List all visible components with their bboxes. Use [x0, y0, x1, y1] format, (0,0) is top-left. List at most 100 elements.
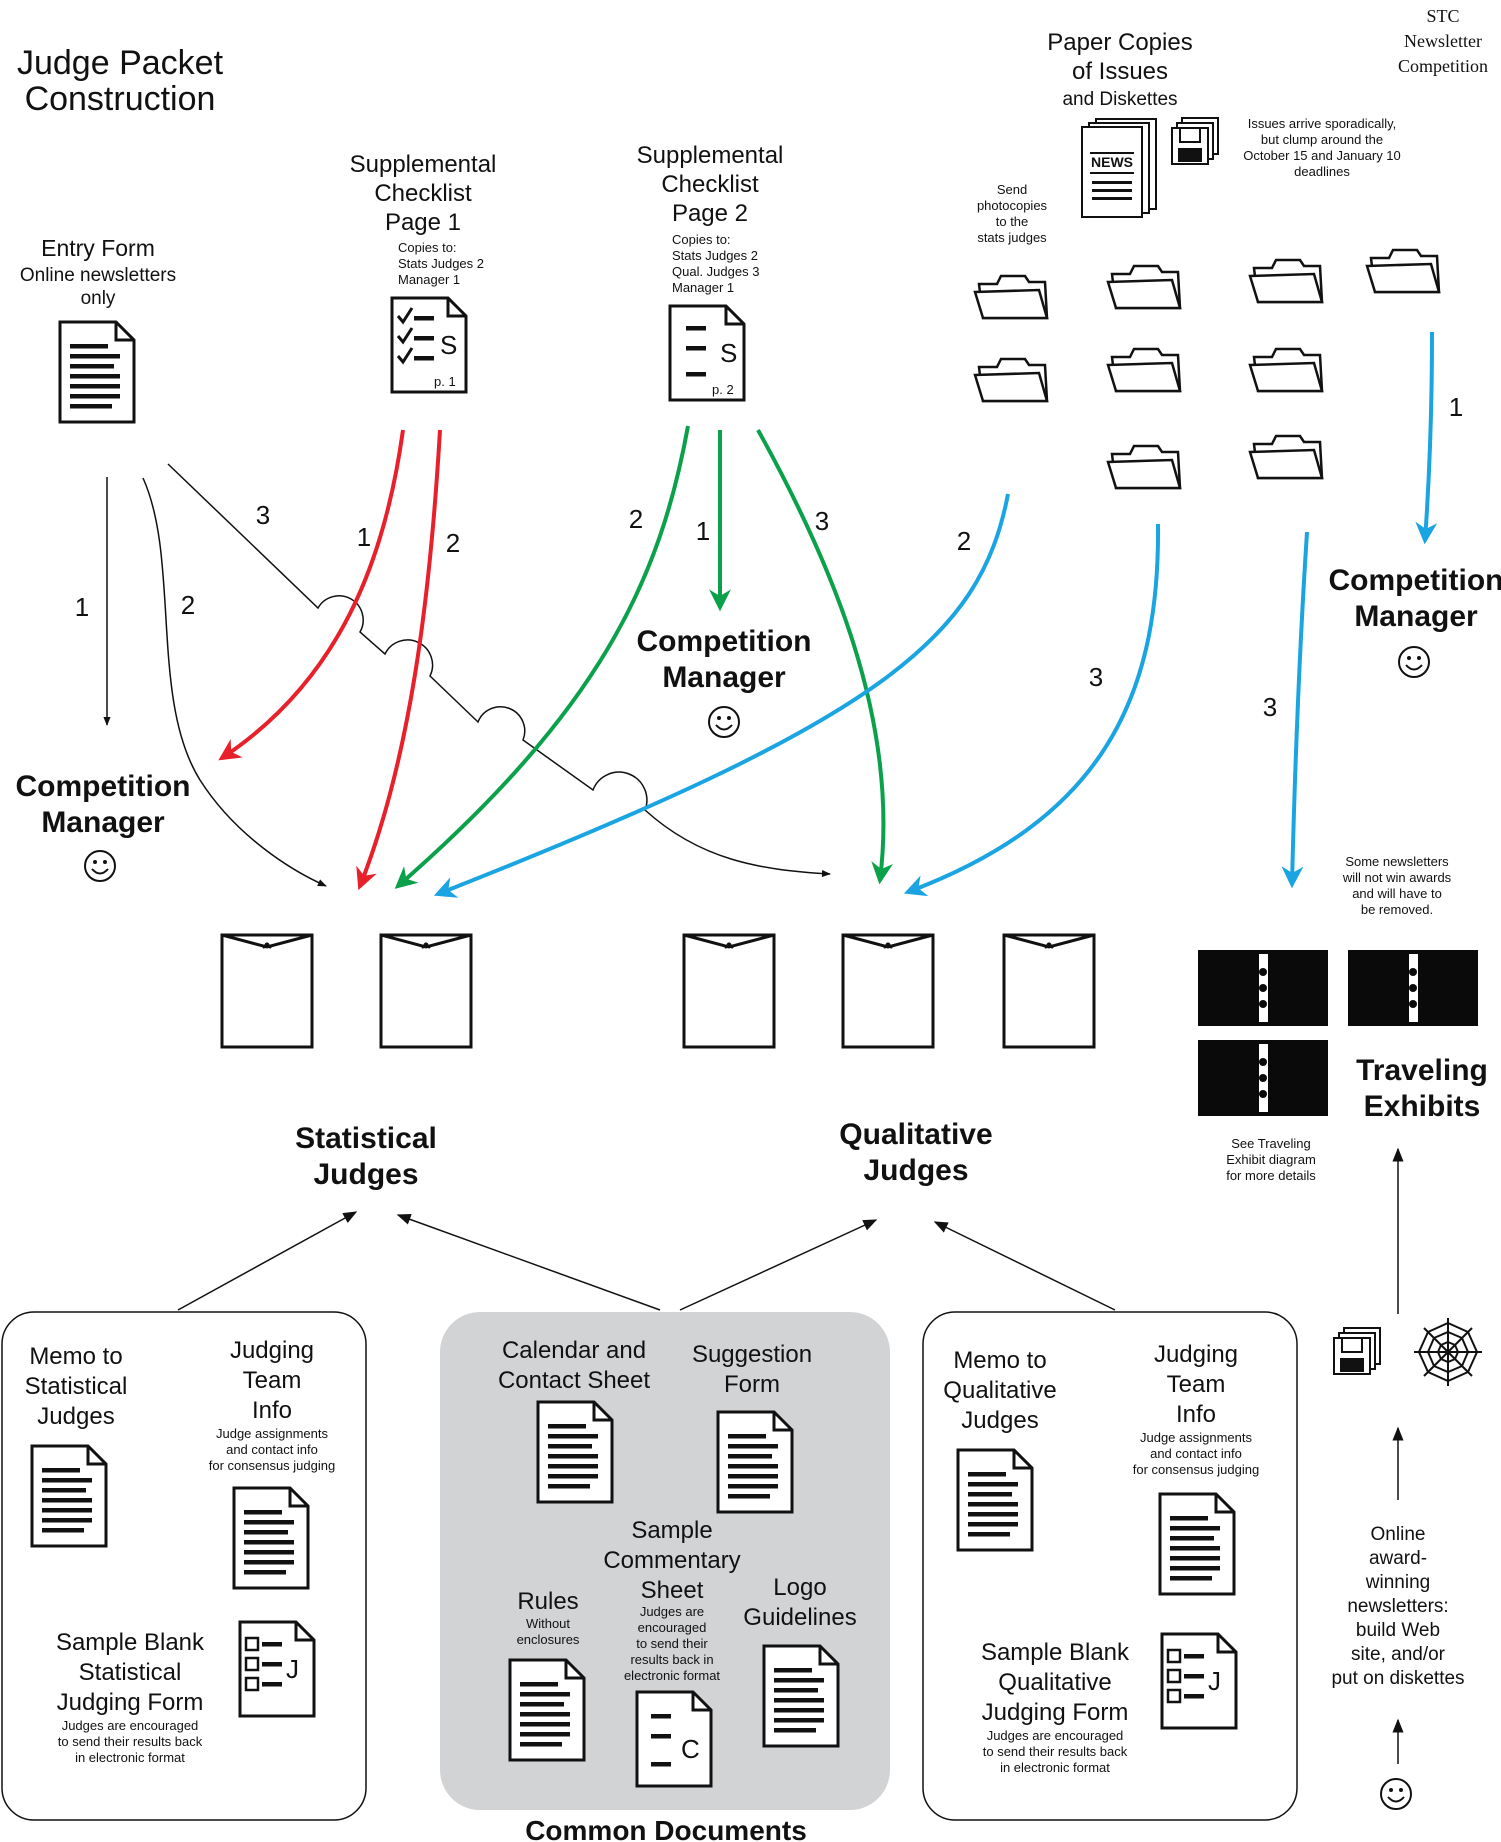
- folder-icon: [1106, 264, 1182, 310]
- commentary-line3: Sheet: [641, 1577, 704, 1604]
- diskette-icon: [1171, 117, 1219, 165]
- logo-line1: Logo: [773, 1574, 826, 1601]
- smiley-icon: [708, 706, 740, 738]
- envelope-icon: [1002, 933, 1096, 1049]
- stc-line2: Newsletter: [1404, 31, 1482, 51]
- newspaper-label: NEWS: [1091, 154, 1133, 170]
- stat-team3: Info: [252, 1397, 292, 1424]
- online-line5: build Web: [1356, 1620, 1440, 1641]
- folders-label-3-qual: 3: [1089, 662, 1103, 692]
- supp2-checklist-icon: S p. 2: [668, 304, 746, 402]
- online-line6: site, and/or: [1351, 1644, 1446, 1665]
- qual-team-sub3: for consensus judging: [1133, 1462, 1259, 1477]
- binder-icon: [1198, 1040, 1328, 1116]
- binder-icon: [1198, 950, 1328, 1026]
- envelope-icon: [841, 933, 935, 1049]
- rules-sub1: Without: [526, 1616, 570, 1631]
- suggestion-line2: Form: [724, 1371, 780, 1398]
- entry-label-1: 1: [75, 592, 89, 622]
- qual-form3: Judging Form: [982, 1699, 1129, 1726]
- qual-memo3: Judges: [961, 1407, 1038, 1434]
- folders-arrow-2: [433, 493, 1010, 898]
- traveling-line1: Traveling: [1356, 1054, 1488, 1087]
- removed-note1: Some newsletters: [1345, 854, 1449, 869]
- paper-note3: October 15 and January 10: [1243, 148, 1401, 163]
- envelope-icon: [220, 933, 314, 1049]
- supp2-letter: S: [720, 338, 737, 368]
- stat-box-arrow: [177, 1211, 358, 1311]
- removed-note3: and will have to: [1352, 886, 1442, 901]
- suggestion-document-icon: [716, 1410, 794, 1514]
- manager-left-line2: Manager: [41, 806, 165, 839]
- entry-arrow-2: [142, 477, 327, 887]
- commentary-letter: C: [681, 1734, 700, 1764]
- competition-manager-center: Competition Manager: [637, 625, 812, 738]
- online-line2: award-: [1369, 1548, 1427, 1569]
- paper-note1: Issues arrive sporadically,: [1248, 116, 1397, 131]
- manager-right-line2: Manager: [1354, 600, 1478, 633]
- commentary-sub4: results back in: [630, 1652, 713, 1667]
- folder-icon: [1248, 258, 1324, 304]
- supp1-checklist-icon: S p. 1: [390, 296, 468, 394]
- stat-team-sub1: Judge assignments: [216, 1426, 329, 1441]
- supp1-copies2: Stats Judges 2: [398, 256, 484, 271]
- paper-title2: of Issues: [1072, 58, 1168, 85]
- stat-memo3: Judges: [37, 1403, 114, 1430]
- entry-form-sub2: only: [81, 288, 116, 309]
- qual-form-checklist-icon: J: [1160, 1632, 1238, 1730]
- see-traveling2: Exhibit diagram: [1226, 1152, 1316, 1167]
- qual-team-sub1: Judge assignments: [1140, 1430, 1253, 1445]
- online-line1: Online: [1371, 1524, 1426, 1545]
- rules-title: Rules: [517, 1588, 578, 1615]
- removed-note4: be removed.: [1361, 902, 1433, 917]
- diskette-icon: [1333, 1327, 1381, 1375]
- entry-label-3: 3: [256, 500, 270, 530]
- manager-left-line1: Competition: [16, 770, 191, 803]
- suggestion-line1: Suggestion: [692, 1341, 812, 1368]
- qual-form-sub1: Judges are encouraged: [987, 1728, 1124, 1743]
- stat-memo1: Memo to: [29, 1343, 122, 1370]
- smiley-icon: [1380, 1778, 1412, 1810]
- newspaper-icon: NEWS: [1081, 118, 1157, 218]
- qual-team-document-icon: [1158, 1492, 1236, 1596]
- folder-icon: [1365, 248, 1441, 294]
- manager-center-line2: Manager: [662, 661, 786, 694]
- supp2-page: p. 2: [712, 382, 734, 397]
- stat-memo2: Statistical: [25, 1373, 128, 1400]
- send-note3: to the: [996, 214, 1029, 229]
- smiley-icon: [1398, 646, 1430, 678]
- supp1-copies3: Manager 1: [398, 272, 460, 287]
- online-line3: winning: [1365, 1572, 1430, 1593]
- qual-team2: Team: [1167, 1371, 1226, 1398]
- removed-note2: will not win awards: [1342, 870, 1452, 885]
- stat-form-sub1: Judges are encouraged: [62, 1718, 199, 1733]
- folder-icon: [973, 357, 1049, 403]
- supp1-title1: Supplemental: [350, 151, 497, 178]
- stat-team-document-icon: [232, 1486, 310, 1590]
- send-note2: photocopies: [977, 198, 1048, 213]
- commentary-line1: Sample: [631, 1517, 712, 1544]
- rules-document-icon: [508, 1658, 586, 1762]
- commentary-line2: Commentary: [603, 1547, 740, 1574]
- folders-label-2: 2: [957, 526, 971, 556]
- folder-icon: [973, 274, 1049, 320]
- qual-form2: Qualitative: [998, 1669, 1111, 1696]
- binder-icon: [1348, 950, 1478, 1026]
- paper-note2: but clump around the: [1261, 132, 1383, 147]
- qual-box-arrow: [933, 1221, 1116, 1311]
- stat-team-sub2: and contact info: [226, 1442, 318, 1457]
- stat-team1: Judging: [230, 1337, 314, 1364]
- stat-form3: Judging Form: [57, 1689, 204, 1716]
- supp2-label-2: 2: [629, 504, 643, 534]
- qual-memo1: Memo to: [953, 1347, 1046, 1374]
- stat-judges-line2: Judges: [313, 1158, 418, 1191]
- stat-team-sub3: for consensus judging: [209, 1458, 335, 1473]
- folder-icon: [1106, 444, 1182, 490]
- logo-document-icon: [762, 1644, 840, 1748]
- commentary-sub2: encouraged: [638, 1620, 707, 1635]
- online-line7: put on diskettes: [1331, 1668, 1464, 1689]
- supp1-letter: S: [440, 330, 457, 360]
- logo-line2: Guidelines: [743, 1604, 856, 1631]
- supp2-label-1: 1: [696, 516, 710, 546]
- manager-center-line1: Competition: [637, 625, 812, 658]
